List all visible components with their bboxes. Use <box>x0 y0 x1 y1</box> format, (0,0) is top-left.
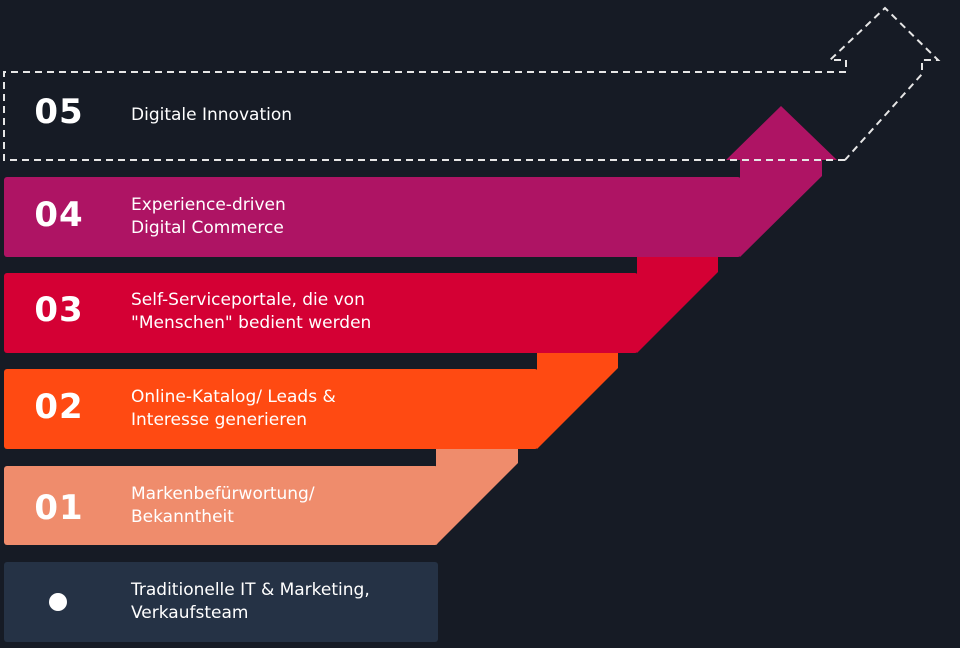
base-bar <box>4 562 438 642</box>
bar-02 <box>4 369 538 449</box>
step-05-number: 05 <box>34 92 84 132</box>
base-dot-icon <box>49 593 67 611</box>
bar-01 <box>4 466 438 545</box>
bar-04 <box>4 177 741 257</box>
bar-03 <box>4 273 638 353</box>
step-02-line-2: Interesse generieren <box>131 410 308 430</box>
arrow-04 <box>726 106 837 257</box>
step-01-line-1: Markenbefürwortung/ <box>131 484 315 504</box>
step-03-line-1: Self-Serviceportale, die von <box>131 290 365 310</box>
step-01-label: Markenbefürwortung/ Bekanntheit <box>131 483 451 529</box>
base-label: Traditionelle IT & Marketing, Verkaufste… <box>131 579 451 625</box>
step-04-line-1: Experience-driven <box>131 195 286 215</box>
step-03-line-2: "Menschen" bedient werden <box>131 313 372 333</box>
base-line-1: Traditionelle IT & Marketing, <box>131 580 370 600</box>
step-05-outline <box>3 6 941 161</box>
step-01-line-2: Bekanntheit <box>131 507 234 527</box>
step-02-label: Online-Katalog/ Leads & Interesse generi… <box>131 386 451 432</box>
step-04-label: Experience-driven Digital Commerce <box>131 194 451 240</box>
base-line-2: Verkaufsteam <box>131 603 249 623</box>
step-02-line-1: Online-Katalog/ Leads & <box>131 387 336 407</box>
step-04-number: 04 <box>34 195 84 235</box>
step-03-number: 03 <box>34 290 84 330</box>
step-05-label: Digitale Innovation <box>131 104 451 127</box>
step-03-label: Self-Serviceportale, die von "Menschen" … <box>131 289 451 335</box>
step-01-number: 01 <box>34 488 84 528</box>
step-04-line-2: Digital Commerce <box>131 218 284 238</box>
step-05-line-1: Digitale Innovation <box>131 105 293 125</box>
step-02-number: 02 <box>34 387 84 427</box>
